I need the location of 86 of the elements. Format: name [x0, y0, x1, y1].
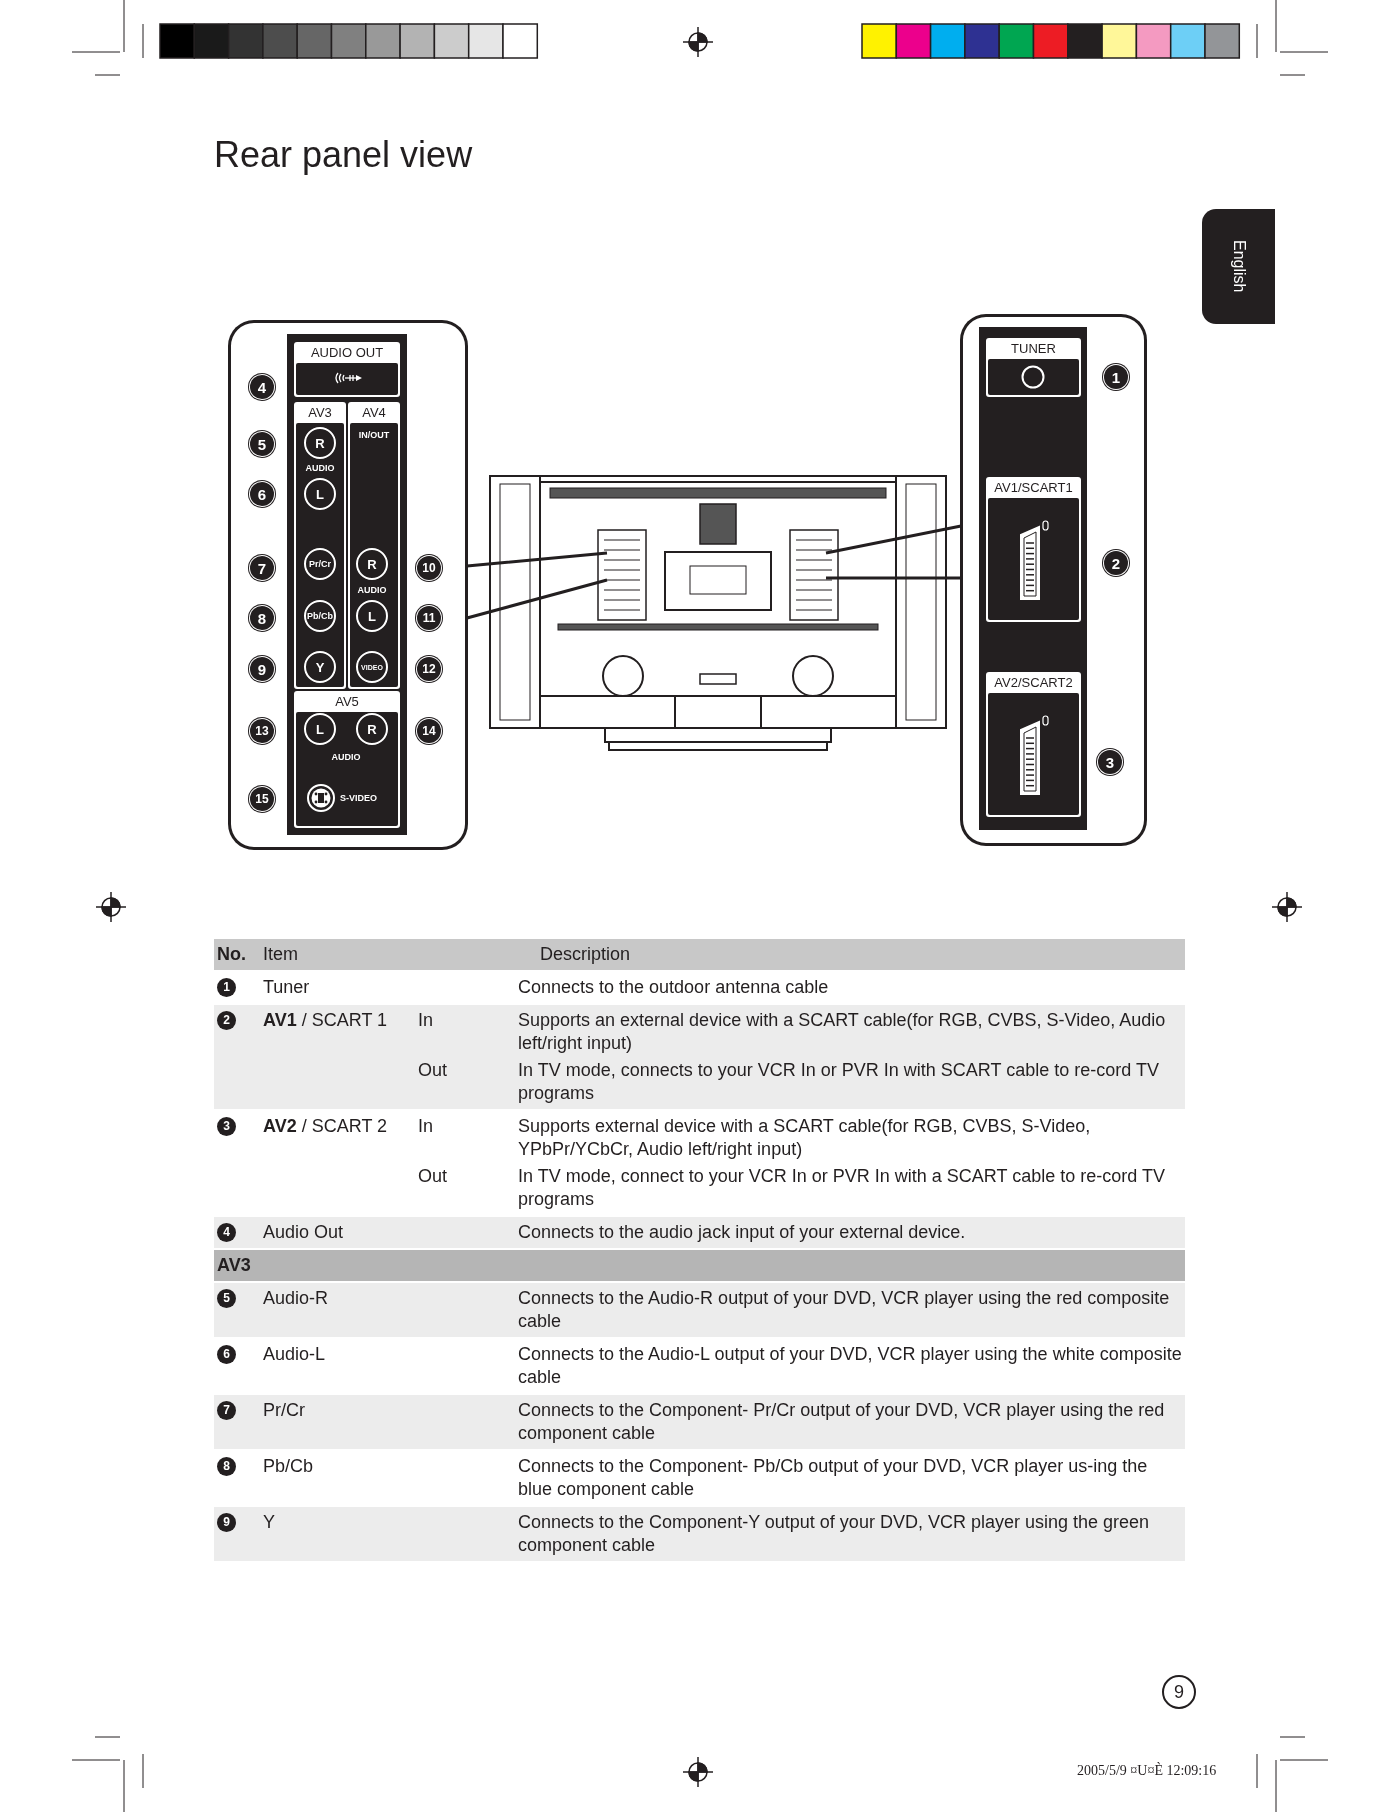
description-text: Connects to the Component-Y output of your DVD, VCR player using the green component cable	[518, 1511, 1151, 1557]
section-heading: TUNER	[1010, 340, 1057, 358]
item-name: Tuner	[263, 976, 311, 999]
callout-frame	[960, 314, 1147, 846]
number-badge: 7	[217, 1401, 236, 1420]
callout-number: 5	[250, 432, 274, 456]
number-badge: 4	[217, 1223, 236, 1242]
description-text: Supports an external device with a SCART cable(for RGB, CVBS, S-Video, Audio left/right input)	[518, 1009, 1167, 1055]
column-header: Item	[263, 943, 299, 966]
port-section	[986, 338, 1081, 397]
jack: L	[304, 478, 336, 510]
callout-frame	[228, 320, 468, 850]
number-badge: 1	[217, 978, 236, 997]
item-name: Audio-L	[263, 1343, 327, 1366]
language-tab: English	[1202, 209, 1275, 324]
mode-label: Out	[418, 1165, 448, 1188]
number-badge: 8	[217, 1457, 236, 1476]
description-text: Connects to the Audio-R output of your DVD, VCR player using the red composite cable	[518, 1287, 1171, 1333]
callout-number: 11	[417, 606, 441, 630]
leader-line	[824, 524, 963, 580]
section-heading: AV2/SCART2	[993, 674, 1074, 692]
callout-number: 10	[417, 556, 441, 580]
jack: R	[304, 427, 336, 459]
page-title: Rear panel view	[214, 134, 473, 176]
jack: Y	[304, 651, 336, 683]
description-text: Connects to the audio jack input of your external device.	[518, 1221, 967, 1244]
port-label: AUDIO	[357, 585, 387, 595]
section-heading: AV3	[307, 404, 333, 422]
description-text: In TV mode, connect to your VCR In or PVR In with a SCART cable to re-cord TV programs	[518, 1165, 1166, 1211]
callout-number: 3	[1098, 750, 1122, 774]
callout-number: 12	[417, 657, 441, 681]
callout-number: 15	[250, 787, 274, 811]
group-heading: AV3	[216, 1254, 252, 1277]
callout-number: 2	[1104, 551, 1128, 575]
item-name: Pb/Cb	[263, 1455, 315, 1478]
page-number: 9	[1162, 1675, 1196, 1709]
jack: R	[356, 548, 388, 580]
section-heading: AV4	[361, 404, 387, 422]
callout-number: 14	[417, 719, 441, 743]
port-section	[294, 342, 400, 397]
item-name: AV2 / SCART 2	[263, 1115, 389, 1138]
callout-number: 9	[250, 657, 274, 681]
description-text: Connects to the outdoor antenna cable	[518, 976, 830, 999]
item-name: Y	[263, 1511, 276, 1534]
port-section	[294, 691, 400, 828]
port-label: IN/OUT	[358, 430, 390, 440]
description-text: Connects to the Audio-L output of your DVD, VCR player using the white composite cable	[518, 1343, 1183, 1389]
number-badge: 2	[217, 1011, 236, 1030]
jack: R	[356, 713, 388, 745]
port-label: S-VIDEO	[340, 793, 377, 803]
jack: Pr/Cr	[304, 548, 336, 580]
port-section	[294, 402, 346, 689]
description-text: In TV mode, connects to your VCR In or PVR In with SCART cable to re-cord TV programs	[518, 1059, 1160, 1105]
item-name: Audio-R	[263, 1287, 330, 1310]
section-heading: AV5	[334, 693, 360, 711]
item-name: AV1 / SCART 1	[263, 1009, 389, 1032]
print-timestamp: 2005/5/9 ¤U¤È 12:09:16	[1077, 1763, 1217, 1779]
leader-line	[465, 551, 609, 620]
number-badge: 3	[217, 1117, 236, 1136]
callout-number: 13	[250, 719, 274, 743]
column-header: No.	[216, 943, 247, 966]
number-badge: 9	[217, 1513, 236, 1532]
mode-label: In	[418, 1115, 434, 1138]
description-text: Connects to the Component- Pr/Cr output of your DVD, VCR player using the red component cable	[518, 1399, 1166, 1445]
jack: Pb/Cb	[304, 600, 336, 632]
column-header: Description	[539, 943, 632, 966]
section-heading: AUDIO OUT	[309, 344, 385, 362]
mode-label: In	[418, 1009, 434, 1032]
callout-number: 6	[250, 482, 274, 506]
callout-number: 8	[250, 606, 274, 630]
mode-label: Out	[418, 1059, 448, 1082]
item-name: Pr/Cr	[263, 1399, 306, 1422]
callout-number: 1	[1104, 365, 1128, 389]
jack: L	[356, 600, 388, 632]
callout-number: 7	[250, 556, 274, 580]
section-heading: AV1/SCART1	[993, 479, 1074, 497]
item-name: Audio Out	[263, 1221, 345, 1244]
description-text: Supports external device with a SCART cable(for RGB, CVBS, S-Video, YPbPr/YCbCr, Audio left/right input)	[518, 1115, 1092, 1161]
jack: L	[304, 713, 336, 745]
port-section	[348, 402, 400, 689]
description-text: Connects to the Component- Pb/Cb output of your DVD, VCR player us-ing the blue component cable	[518, 1455, 1149, 1501]
port-label: AUDIO	[305, 463, 335, 473]
port-label: AUDIO	[331, 752, 361, 762]
number-badge: 6	[217, 1345, 236, 1364]
callout-number: 4	[250, 375, 274, 399]
number-badge: 5	[217, 1289, 236, 1308]
